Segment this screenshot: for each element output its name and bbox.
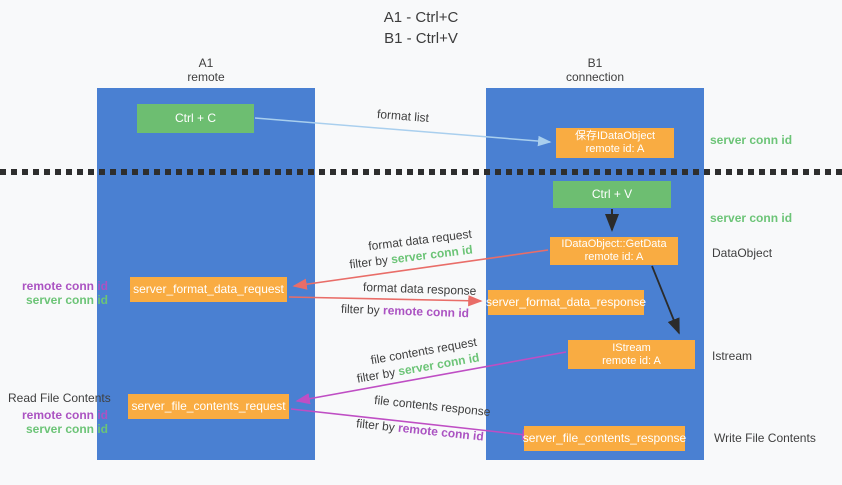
lane-a1-subtitle: remote <box>187 70 225 84</box>
node-ctrl-v: Ctrl + V <box>553 181 671 208</box>
lane-header-b1: B1 connection <box>486 56 704 84</box>
node-ctrl-c-label: Ctrl + C <box>174 111 216 125</box>
node-file-request-label: server_file_contents_request <box>131 399 286 413</box>
label-filter-by-remote-1: filter by remote conn id <box>341 302 469 320</box>
label-remote-conn-id-left-2: remote conn id <box>21 408 108 422</box>
node-save-idataobject-line1: 保存IDataObject <box>574 130 656 142</box>
lane-b1-subtitle: connection <box>565 70 625 84</box>
diagram-title: A1 - Ctrl+C B1 - Ctrl+V <box>0 7 842 49</box>
label-filter-by-remote-2: filter by remote conn id <box>356 416 485 443</box>
arrow-format-data-response <box>288 295 483 307</box>
filter-by-text: filter by <box>355 416 396 435</box>
label-server-conn-id-left-1: server conn id <box>25 293 108 307</box>
node-save-idataobject: 保存IDataObject remote id: A <box>556 128 674 158</box>
label-server-conn-id-left-2: server conn id <box>25 422 108 436</box>
node-file-response-label: server_file_contents_response <box>522 431 687 445</box>
node-ctrl-c: Ctrl + C <box>137 104 254 133</box>
label-read-file-contents: Read File Contents <box>8 391 111 405</box>
node-istream-line2: remote id: A <box>602 354 661 367</box>
title-line-1: A1 - Ctrl+C <box>383 9 459 26</box>
node-istream-line1: IStream <box>612 341 651 354</box>
remote-conn-id-text: remote conn id <box>382 303 470 321</box>
lane-b1-name: B1 <box>587 56 603 70</box>
filter-by-text: filter by <box>340 301 380 318</box>
label-remote-conn-id-left-1: remote conn id <box>21 279 108 293</box>
label-istream-right: Istream <box>712 349 753 363</box>
remote-conn-id-text: remote conn id <box>397 420 485 444</box>
node-idataobject-getdata: IDataObject::GetData remote id: A <box>550 237 678 265</box>
label-write-file-contents: Write File Contents <box>714 431 816 445</box>
label-server-conn-id-mid-right: server conn id <box>710 211 793 225</box>
lane-header-a1: A1 remote <box>97 56 315 84</box>
label-format-data-response: format data response <box>362 280 477 298</box>
node-server-format-data-response: server_format_data_response <box>485 290 647 315</box>
lane-a1-name: A1 <box>198 56 214 70</box>
node-save-idataobject-line2: remote id: A <box>585 143 645 155</box>
node-format-response-label: server_format_data_response <box>485 295 647 309</box>
filter-by-text: filter by <box>348 252 389 272</box>
node-format-request-label: server_format_data_request <box>133 282 284 296</box>
node-server-file-contents-request: server_file_contents_request <box>128 394 289 419</box>
node-getdata-line2: remote id: A <box>584 251 644 263</box>
node-getdata-line1: IDataObject::GetData <box>561 238 667 250</box>
node-server-file-contents-response: server_file_contents_response <box>522 426 687 451</box>
filter-by-text: filter by <box>355 365 397 386</box>
node-ctrl-v-label: Ctrl + V <box>591 187 633 201</box>
phase-divider-dotted-line <box>0 169 842 175</box>
title-line-2: B1 - Ctrl+V <box>384 30 458 47</box>
label-dataobject: DataObject <box>712 246 773 260</box>
label-file-contents-response: file contents response <box>373 392 492 420</box>
node-istream: IStream remote id: A <box>568 340 695 369</box>
label-server-conn-id-top-right: server conn id <box>710 133 793 147</box>
label-format-list: format list <box>376 106 430 126</box>
node-server-format-data-request: server_format_data_request <box>130 277 287 302</box>
